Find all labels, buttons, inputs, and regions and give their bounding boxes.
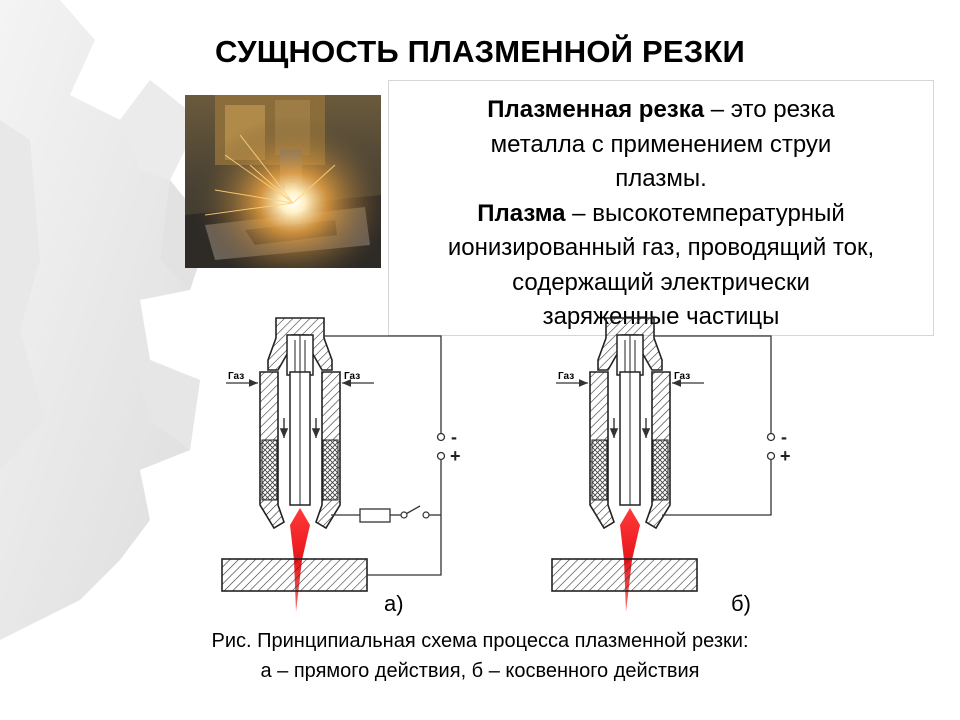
page-title: СУЩНОСТЬ ПЛАЗМЕННОЙ РЕЗКИ: [215, 34, 745, 69]
term-plasma: Плазма: [477, 199, 566, 227]
background-gear-decoration: [0, 0, 210, 640]
plus-terminal: +: [450, 446, 461, 466]
term-plasma-cutting: Плазменная резка: [487, 96, 705, 123]
definition-box: Плазменная резка – это резка металла с п…: [388, 80, 934, 336]
minus-terminal: -: [781, 427, 787, 447]
definition-line: содержащий электрически: [512, 268, 810, 296]
caption-line-1: Рис. Принципиальная схема процесса плазм…: [211, 630, 749, 652]
gas-label: Газ: [674, 371, 690, 382]
gas-label: Газ: [344, 371, 360, 382]
minus-terminal: -: [451, 427, 457, 447]
scheme-b-label: б): [731, 591, 751, 616]
definition-line: заряженные частицы: [542, 303, 780, 330]
gas-label: Газ: [558, 371, 574, 382]
figure-caption: Рис. Принципиальная схема процесса плазм…: [0, 626, 960, 686]
plasma-cutting-photo: [185, 95, 381, 268]
plus-terminal: +: [780, 446, 791, 466]
scheme-a-label: а): [384, 591, 404, 616]
definition-line: плазмы.: [615, 165, 707, 192]
caption-line-2: а – прямого действия, б – косвенного дей…: [260, 660, 700, 682]
definition-line: ионизированный газ, проводящий ток,: [447, 234, 875, 261]
definition-plasma-cutting: Плазменная резка – это резка: [487, 96, 835, 123]
torch-scheme-b: Газ Газ - +: [551, 317, 791, 612]
definition-plasma: Плазма – высокотемпературный: [477, 199, 845, 227]
definition-line: металла с применением струи: [490, 130, 832, 158]
